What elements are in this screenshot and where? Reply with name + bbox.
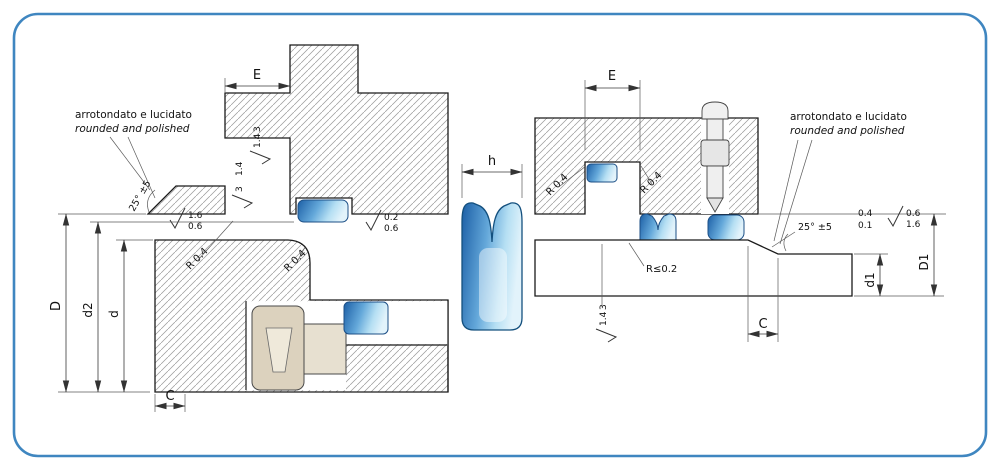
right-dimensions: E d1 D1 C: [584, 69, 944, 342]
pin-head: [701, 101, 729, 120]
gland-left-band: [146, 185, 226, 215]
finish-surface-top: 0.2: [384, 213, 398, 223]
left-view: arrotondato e lucidato rounded and polis…: [49, 44, 449, 412]
roughness-icon: [249, 150, 272, 165]
seal-profile-view: h: [461, 154, 523, 331]
dim-E: E: [224, 68, 291, 92]
dim-C-label: C: [758, 317, 767, 332]
roughness-wall-bottom: 3: [235, 186, 245, 192]
dim-D1: D1: [917, 213, 938, 297]
dim-C: C: [154, 389, 186, 412]
dim-d2: d2: [81, 221, 294, 393]
finish-bore-top: 0.6: [906, 209, 921, 219]
pin-tip: [706, 197, 724, 213]
pin-collar: [700, 139, 730, 167]
radius-right-leader: [640, 165, 653, 185]
roughness-wall-callout: 3 1.4: [231, 161, 254, 209]
pin-upper-shaft: [706, 118, 724, 141]
retaining-pin: [700, 101, 730, 214]
radius-groove-leader: [197, 220, 234, 261]
dim-C-label: C: [165, 389, 174, 404]
dim-E-label: E: [253, 68, 261, 83]
roughness-icon: [887, 205, 904, 228]
roughness-icon: [231, 194, 254, 209]
roughness-icon: [365, 209, 382, 232]
note-line1: arrotondato e lucidato: [790, 111, 907, 123]
finish-bore-callout: 0.6 1.6: [887, 205, 921, 230]
note-leader-2: [779, 139, 813, 245]
finish-bore-callout: 1.6 0.6: [169, 207, 203, 232]
roughness-wall-top: 1.4: [235, 161, 245, 176]
pin-lower-shaft: [706, 165, 724, 199]
finish-bore-bottom: 1.6: [906, 220, 921, 230]
roughness-icon: [595, 328, 618, 343]
secondary-seal: [343, 301, 389, 335]
left-lower-body: [154, 239, 449, 393]
roughness-rod-top: 3: [599, 304, 609, 310]
dim-d1: d1: [854, 253, 944, 297]
groove-seal-element: [586, 163, 618, 183]
right-view: R 0.4 R 0.4 arrotondato e lucidato round…: [534, 69, 946, 343]
radius-step-leader: [296, 246, 306, 263]
radius-max-text: R≤0.2: [646, 264, 677, 275]
chamfer-angle-text: 25° ±5: [798, 222, 832, 233]
dim-C: C: [747, 246, 779, 342]
chamfer-angle-leader: [771, 231, 796, 248]
installed-seal: [297, 199, 349, 223]
roughness-side-bottom: 1.4: [253, 133, 263, 148]
note-line2: rounded and polished: [790, 125, 905, 137]
finish-bore-bottom: 0.6: [188, 222, 203, 232]
dim-d: d: [107, 239, 153, 393]
radius-max-leader: [628, 242, 645, 267]
rod-seal-a: [639, 213, 677, 241]
seal-cross-section: [461, 202, 523, 331]
dim-E-label: E: [608, 69, 616, 84]
cap-screw: [251, 305, 347, 391]
left-annotations: arrotondato e lucidato rounded and polis…: [75, 109, 399, 274]
left-dimensions: E D d2 d C: [49, 68, 294, 412]
note-leader-1: [109, 136, 151, 191]
dim-E: E: [584, 69, 641, 150]
page-border: [12, 12, 988, 458]
dim-D: D: [49, 213, 150, 393]
roughness-side-callout: 1.4 3: [249, 126, 272, 165]
finish-bore-top: 1.6: [188, 211, 203, 221]
roughness-rod-callout: 1.4 3: [595, 304, 618, 343]
roughness-rod-bottom: 1.4: [599, 311, 609, 326]
screw-shaft: [303, 323, 347, 375]
finish-surface-callout: 0.2 0.6: [365, 209, 399, 234]
note-line2: rounded and polished: [75, 123, 190, 135]
screw-socket: [265, 327, 293, 373]
dim-d1-label: d1: [863, 272, 877, 287]
radius-left-leader: [559, 165, 587, 187]
chamfer-angle-arc: [783, 233, 789, 252]
note-leader-2: [127, 136, 156, 199]
dim-D1-label: D1: [917, 254, 931, 271]
dim-d-label: d: [107, 310, 121, 318]
finish-rod-top: 0.4: [858, 209, 873, 219]
finish-surface-bottom: 0.6: [384, 224, 399, 234]
dim-d2-label: d2: [81, 302, 95, 317]
dim-h-label: h: [488, 154, 496, 169]
roughness-side-top: 3: [253, 126, 263, 132]
note-line1: arrotondato e lucidato: [75, 109, 192, 121]
roughness-icon: [169, 207, 186, 230]
rod-body: [534, 239, 853, 297]
left-upper-gland: [146, 44, 449, 215]
dim-h: h: [461, 154, 523, 198]
dim-D-label: D: [49, 301, 64, 311]
seal-highlight: [479, 248, 507, 322]
finish-rod-bottom: 0.1: [858, 221, 872, 231]
gland-main-body: [224, 44, 449, 215]
rod-seal-b: [707, 214, 745, 241]
chamfer-angle-arc: [147, 189, 156, 213]
note-leader-1: [773, 139, 799, 242]
